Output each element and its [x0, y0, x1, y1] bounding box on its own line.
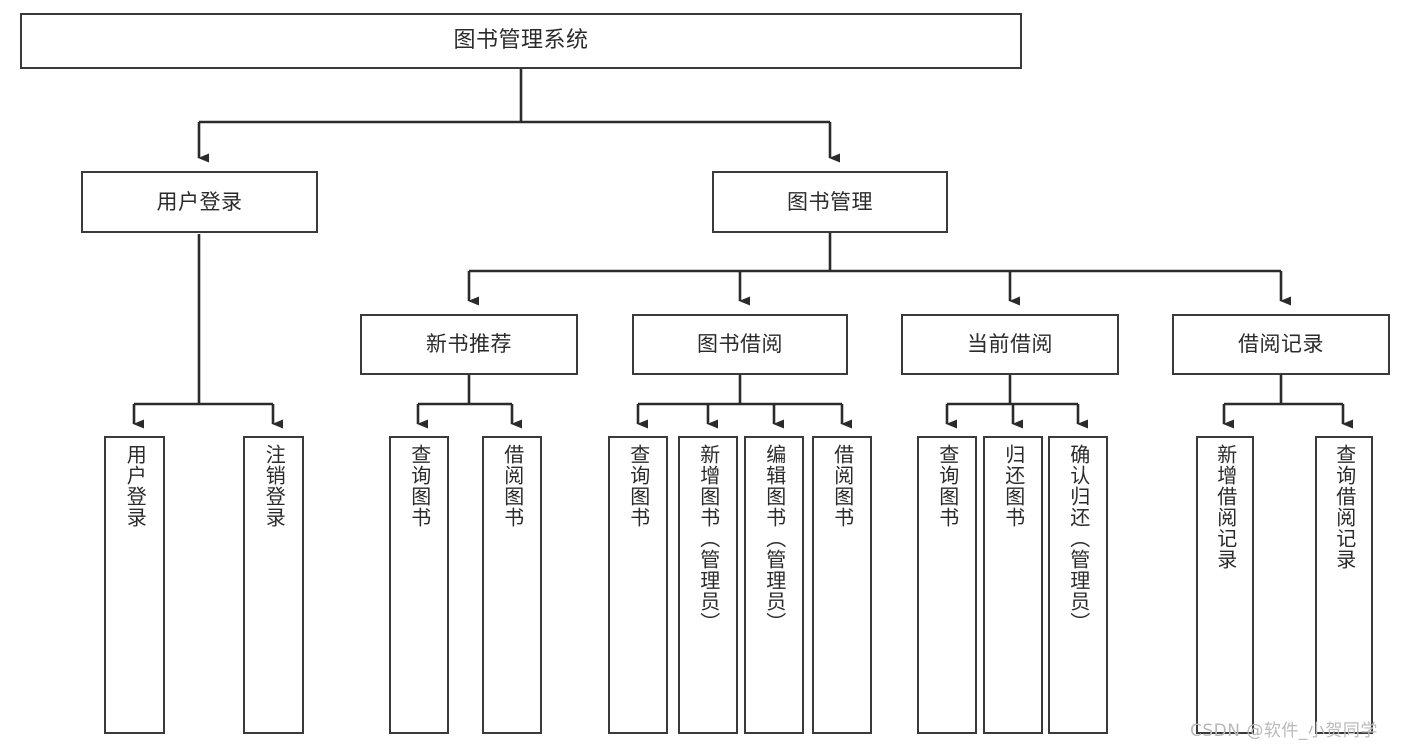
- node-book-management[interactable]: 图书管理: [712, 171, 948, 233]
- leaf-recommend-query-book[interactable]: 查询图书: [389, 436, 449, 734]
- node-book-borrow[interactable]: 图书借阅: [632, 314, 848, 375]
- node-label: 当前借阅: [967, 332, 1053, 357]
- leaf-record-add-record[interactable]: 新增借阅记录: [1196, 436, 1254, 734]
- leaf-user-login-signin[interactable]: 用户登录: [104, 436, 165, 734]
- node-label: 用户登录: [156, 189, 243, 214]
- leaf-recommend-borrow-book[interactable]: 借阅图书: [482, 436, 542, 734]
- node-label: 归还图书: [1001, 444, 1026, 528]
- node-new-book-recommend[interactable]: 新书推荐: [360, 314, 578, 375]
- node-label: 注销登录: [262, 444, 287, 528]
- leaf-current-confirm-return[interactable]: 确认归还（管理员）: [1048, 436, 1108, 734]
- csdn-watermark: CSDN @软件_小贺同学: [1190, 716, 1378, 741]
- node-label: 图书管理: [787, 189, 873, 214]
- node-label: 新增借阅记录: [1213, 444, 1238, 570]
- node-label: 新书推荐: [426, 332, 512, 357]
- node-label: 查询借阅记录: [1332, 444, 1357, 570]
- node-label: 确认归还（管理员）: [1066, 444, 1091, 633]
- node-label: 查询图书: [935, 444, 960, 528]
- leaf-current-return-book[interactable]: 归还图书: [983, 436, 1043, 734]
- node-label: 新增图书（管理员）: [696, 444, 721, 633]
- node-label: 编辑图书（管理员）: [762, 444, 787, 633]
- watermark-text: CSDN @软件_小贺同学: [1190, 721, 1378, 741]
- node-current-borrow[interactable]: 当前借阅: [901, 314, 1119, 375]
- node-label: 借阅图书: [500, 444, 525, 528]
- node-label: 借阅图书: [830, 444, 855, 528]
- node-label: 借阅记录: [1238, 332, 1324, 357]
- leaf-borrow-lend-book[interactable]: 借阅图书: [812, 436, 872, 734]
- node-label: 查询图书: [626, 444, 651, 528]
- node-label: 用户登录: [123, 444, 148, 528]
- leaf-borrow-query-book[interactable]: 查询图书: [608, 436, 668, 734]
- node-root-system[interactable]: 图书管理系统: [20, 13, 1022, 69]
- leaf-current-query-book[interactable]: 查询图书: [917, 436, 977, 734]
- leaf-borrow-add-book[interactable]: 新增图书（管理员）: [678, 436, 738, 734]
- leaf-borrow-edit-book[interactable]: 编辑图书（管理员）: [744, 436, 804, 734]
- node-label: 图书管理系统: [453, 28, 589, 54]
- leaf-user-login-signout[interactable]: 注销登录: [243, 436, 304, 734]
- node-label: 查询图书: [407, 444, 432, 528]
- node-label: 图书借阅: [697, 332, 783, 357]
- node-borrow-record[interactable]: 借阅记录: [1172, 314, 1390, 375]
- leaf-record-query-record[interactable]: 查询借阅记录: [1315, 436, 1373, 734]
- node-user-login[interactable]: 用户登录: [81, 171, 318, 233]
